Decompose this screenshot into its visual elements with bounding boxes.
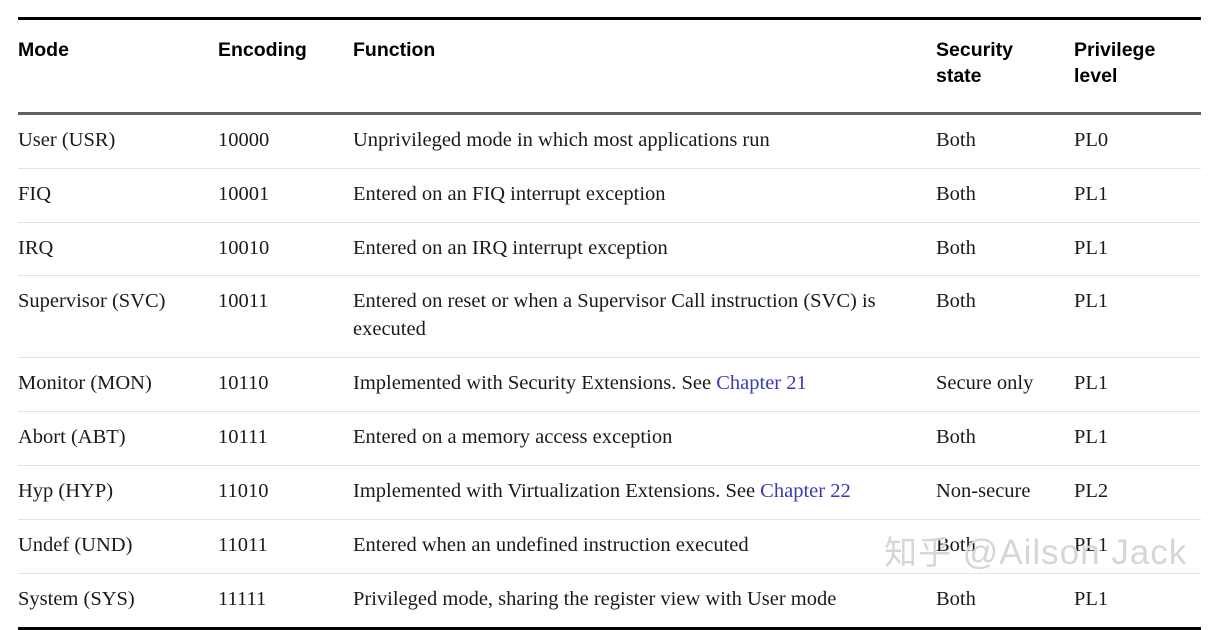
cell-encoding: 10001 <box>218 168 353 223</box>
cell-privilege-level: PL1 <box>1074 168 1201 223</box>
cell-mode: Undef (UND) <box>18 519 218 574</box>
processor-modes-table: Mode Encoding Function Security state Pr… <box>18 17 1201 630</box>
cell-function: Entered on an IRQ interrupt exception <box>353 222 936 277</box>
column-header-function: Function <box>353 17 936 115</box>
cell-function: Unprivileged mode in which most applicat… <box>353 113 936 169</box>
cell-encoding: 11011 <box>218 519 353 574</box>
cell-security-state: Both <box>936 573 1074 630</box>
cell-mode: Hyp (HYP) <box>18 465 218 520</box>
column-header-privilege-level-line2: level <box>1074 64 1118 87</box>
column-header-security-state-line1: Security <box>936 39 1013 61</box>
cell-encoding: 10110 <box>218 357 353 413</box>
cell-function: Entered on an FIQ interrupt exception <box>353 168 936 223</box>
cell-security-state: Both <box>936 113 1074 169</box>
cell-mode: System (SYS) <box>18 573 218 630</box>
cell-privilege-level: PL1 <box>1074 519 1201 574</box>
cell-security-state: Both <box>936 275 1074 359</box>
column-header-privilege-level-line1: Privilege <box>1074 39 1156 61</box>
cell-privilege-level: PL1 <box>1074 573 1201 630</box>
table-header: Mode Encoding Function Security state Pr… <box>18 17 1201 115</box>
modes-table-container: Mode Encoding Function Security state Pr… <box>18 17 1201 630</box>
cell-encoding: 11111 <box>218 573 353 630</box>
cell-privilege-level: PL1 <box>1074 275 1201 359</box>
cell-mode: Monitor (MON) <box>18 357 218 413</box>
cell-mode: User (USR) <box>18 113 218 169</box>
column-header-encoding-label: Encoding <box>218 39 307 61</box>
cell-privilege-level: PL1 <box>1074 411 1201 466</box>
column-header-security-state-line2: state <box>936 64 982 87</box>
cell-mode: Abort (ABT) <box>18 411 218 466</box>
cell-security-state: Both <box>936 222 1074 277</box>
cell-function-text: Implemented with Virtualization Extensio… <box>353 479 761 502</box>
cell-mode: IRQ <box>18 222 218 277</box>
cell-security-state: Non-secure <box>936 465 1074 520</box>
cell-function: Entered on reset or when a Supervisor Ca… <box>353 275 936 359</box>
column-header-security-state: Security state <box>936 17 1074 115</box>
cell-function: Privileged mode, sharing the register vi… <box>353 573 936 630</box>
cell-encoding: 10011 <box>218 275 353 359</box>
column-header-mode: Mode <box>18 17 218 115</box>
cell-mode: Supervisor (SVC) <box>18 275 218 359</box>
cell-function: Entered when an undefined instruction ex… <box>353 519 936 574</box>
page-root: Mode Encoding Function Security state Pr… <box>18 17 1201 630</box>
cell-function: Implemented with Virtualization Extensio… <box>353 465 936 520</box>
column-header-privilege-level: Privilege level <box>1074 17 1201 115</box>
cell-privilege-level: PL0 <box>1074 113 1201 169</box>
column-header-mode-label: Mode <box>18 39 69 61</box>
cell-security-state: Both <box>936 519 1074 574</box>
cell-function: Entered on a memory access exception <box>353 411 936 466</box>
cell-privilege-level: PL1 <box>1074 357 1201 413</box>
cell-encoding: 10111 <box>218 411 353 466</box>
cell-encoding: 11010 <box>218 465 353 520</box>
cell-privilege-level: PL1 <box>1074 222 1201 277</box>
column-header-function-label: Function <box>353 39 436 61</box>
cell-mode: FIQ <box>18 168 218 223</box>
cell-encoding: 10010 <box>218 222 353 277</box>
cell-security-state: Both <box>936 411 1074 466</box>
cell-security-state: Both <box>936 168 1074 223</box>
column-header-encoding: Encoding <box>218 17 353 115</box>
cell-privilege-level: PL2 <box>1074 465 1201 520</box>
cell-security-state: Secure only <box>936 357 1074 413</box>
chapter-link[interactable]: Chapter 21 <box>716 372 807 395</box>
chapter-link[interactable]: Chapter 22 <box>760 479 851 502</box>
cell-encoding: 10000 <box>218 113 353 169</box>
cell-function-text: Implemented with Security Extensions. Se… <box>353 372 717 395</box>
header-row: Mode Encoding Function Security state Pr… <box>18 17 1201 115</box>
cell-function: Implemented with Security Extensions. Se… <box>353 357 936 413</box>
